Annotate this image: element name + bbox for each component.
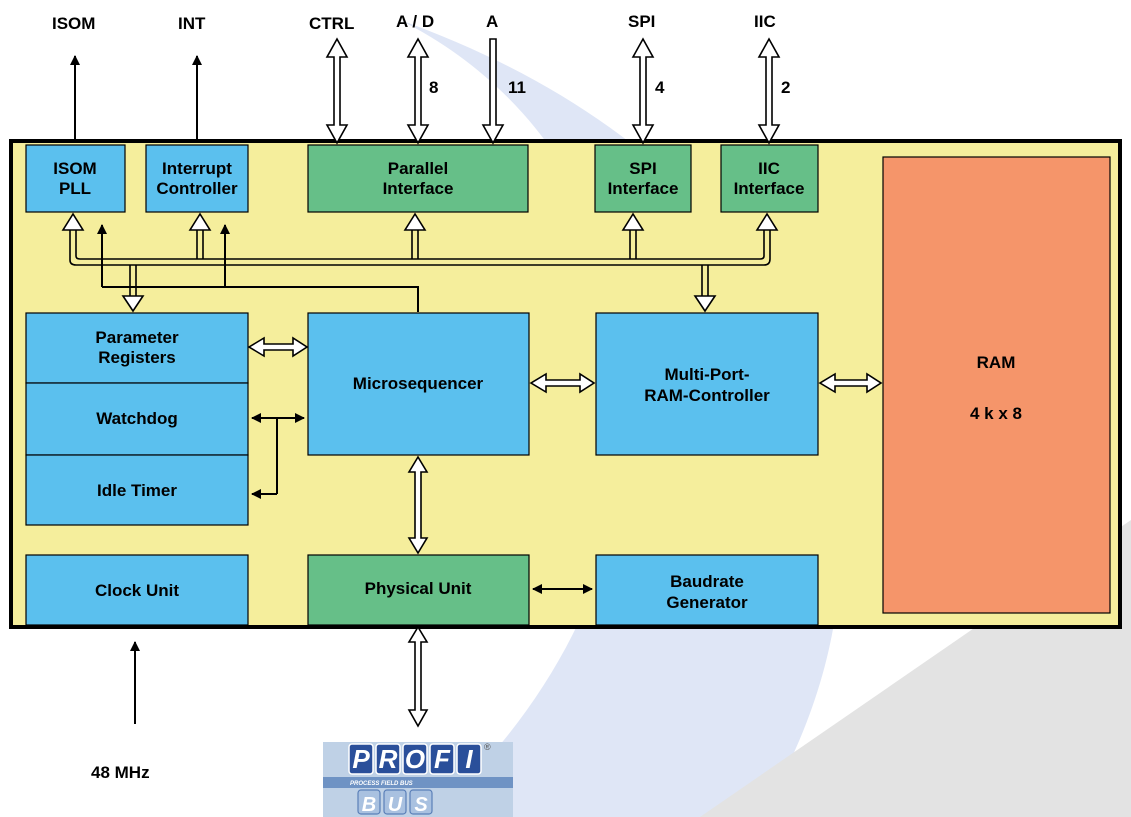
label-spi: SPI	[628, 12, 655, 31]
control-lines	[97, 224, 419, 312]
label-a: A	[486, 12, 498, 31]
internal-bus	[69, 230, 771, 300]
idle-timer-block: Idle Timer	[25, 454, 249, 526]
svg-text:Parameter: Parameter	[95, 328, 179, 347]
svg-text:SPI: SPI	[629, 159, 656, 178]
width-ad: 8	[429, 78, 438, 97]
svg-text:Clock Unit: Clock Unit	[95, 581, 179, 600]
parallel-interface-block: Parallel Interface	[307, 144, 529, 213]
physical-unit-block: Physical Unit	[307, 554, 530, 626]
width-a: 11	[508, 78, 526, 97]
svg-text:O: O	[405, 744, 425, 774]
isom-pll-block: ISOM PLL	[25, 144, 126, 213]
ram-block: RAM 4 k x 8	[882, 156, 1111, 614]
svg-text:PROCESS FIELD BUS: PROCESS FIELD BUS	[350, 781, 413, 787]
svg-text:4 k x 8: 4 k x 8	[970, 404, 1022, 423]
watchdog-block: Watchdog	[25, 382, 249, 456]
multi-port-ram-controller-block: Multi-Port- RAM-Controller	[595, 312, 819, 456]
svg-text:Interface: Interface	[608, 179, 679, 198]
svg-text:Idle Timer: Idle Timer	[97, 481, 177, 500]
bus-arrows	[61, 37, 883, 728]
svg-text:RAM: RAM	[977, 353, 1016, 372]
parameter-registers-block: Parameter Registers	[25, 312, 249, 384]
svg-text:Baudrate: Baudrate	[670, 572, 744, 591]
svg-text:I: I	[465, 744, 473, 774]
label-ad: A / D	[396, 12, 434, 31]
svg-text:PLL: PLL	[59, 179, 91, 198]
width-spi: 4	[655, 78, 665, 97]
spi-interface-block: SPI Interface	[594, 144, 692, 213]
svg-text:®: ®	[484, 742, 491, 752]
svg-text:U: U	[388, 794, 403, 816]
svg-text:S: S	[414, 794, 428, 816]
baudrate-generator-block: Baudrate Generator	[595, 554, 819, 626]
svg-text:B: B	[362, 794, 376, 816]
svg-text:Generator: Generator	[666, 593, 748, 612]
svg-text:IIC: IIC	[758, 159, 780, 178]
svg-text:Interrupt: Interrupt	[162, 159, 232, 178]
label-int: INT	[178, 14, 206, 33]
svg-text:ISOM: ISOM	[53, 159, 96, 178]
svg-text:Registers: Registers	[98, 348, 175, 367]
label-ctrl: CTRL	[309, 14, 354, 33]
label-iic: IIC	[754, 12, 776, 31]
clock-unit-block: Clock Unit	[25, 554, 249, 626]
microsequencer-block: Microsequencer	[307, 312, 530, 456]
svg-text:R: R	[379, 744, 398, 774]
svg-text:F: F	[434, 744, 451, 774]
svg-text:Watchdog: Watchdog	[96, 409, 178, 428]
label-clock-input: 48 MHz	[91, 763, 150, 782]
signal-arrows	[70, 55, 593, 724]
svg-text:Physical Unit: Physical Unit	[365, 579, 472, 598]
iic-interface-block: IIC Interface	[720, 144, 819, 213]
svg-text:Multi-Port-: Multi-Port-	[665, 365, 750, 384]
svg-text:Parallel: Parallel	[388, 159, 449, 178]
svg-text:P: P	[352, 744, 370, 774]
label-isom: ISOM	[52, 14, 95, 33]
svg-text:Controller: Controller	[156, 179, 238, 198]
svg-text:Microsequencer: Microsequencer	[353, 374, 484, 393]
interrupt-controller-block: Interrupt Controller	[145, 144, 249, 213]
width-iic: 2	[781, 78, 790, 97]
svg-text:Interface: Interface	[734, 179, 805, 198]
svg-text:Interface: Interface	[383, 179, 454, 198]
svg-text:RAM-Controller: RAM-Controller	[644, 386, 770, 405]
profibus-logo: P R O F I ® PROCESS FIELD BUS B U S	[323, 742, 513, 817]
